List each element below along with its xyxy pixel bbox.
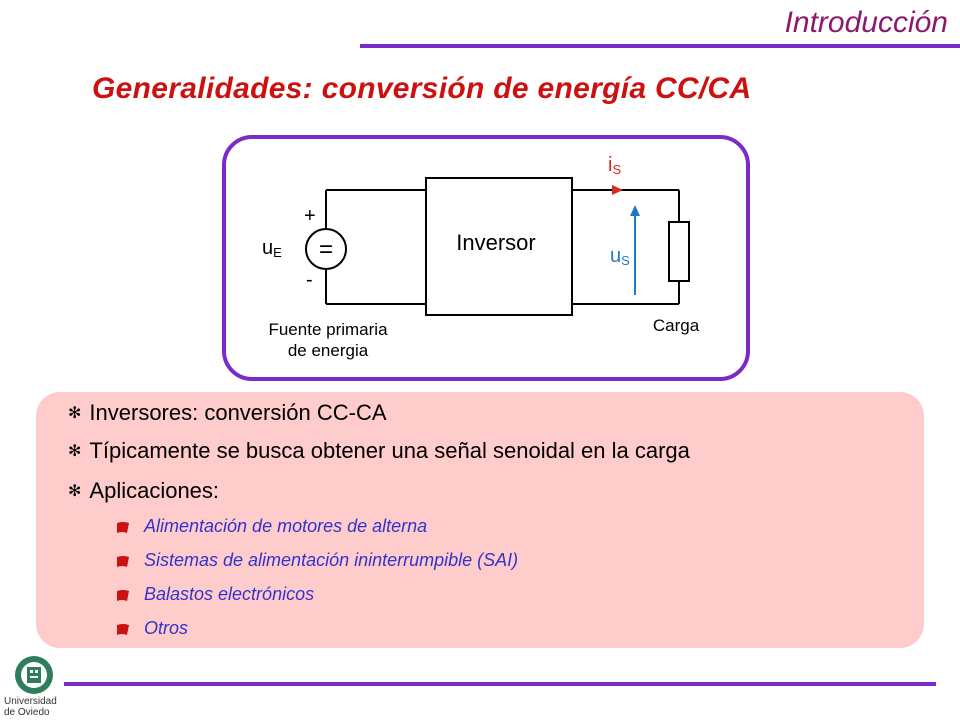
minus-sign: - xyxy=(306,269,313,291)
sub-bullet-item: Alimentación de motores de alterna xyxy=(116,516,427,537)
asterisk-icon: ✻ xyxy=(68,443,82,460)
diamond-bullet-icon xyxy=(117,555,129,567)
output-voltage-label: uS xyxy=(610,245,630,268)
plus-sign: + xyxy=(304,205,316,227)
inverter-block xyxy=(425,177,573,316)
university-logo-icon xyxy=(15,656,53,694)
source-symbol-label: = xyxy=(319,236,333,263)
footer-rule xyxy=(64,682,936,686)
output-current-label: iS xyxy=(608,154,621,177)
university-logo-text: Universidad de Oviedo xyxy=(4,696,57,718)
sub-bullet-item: Balastos electrónicos xyxy=(116,584,314,605)
current-arrow xyxy=(612,185,623,195)
bullet-item: ✻Típicamente se busca obtener una señal … xyxy=(68,438,690,463)
source-caption-line1: Fuente primaria xyxy=(268,320,388,339)
diamond-bullet-icon xyxy=(117,521,129,533)
load-caption: Carga xyxy=(653,316,700,335)
input-voltage-label: uE xyxy=(262,237,282,260)
bullet-item: ✻Aplicaciones: xyxy=(68,478,220,503)
bullet-panel: ✻Inversores: conversión CC-CA ✻Típicamen… xyxy=(36,392,924,648)
load-resistor xyxy=(668,221,690,282)
source-caption-line2: de energia xyxy=(288,341,369,360)
sub-bullet-item: Sistemas de alimentación ininterrumpible… xyxy=(116,550,518,571)
sub-bullet-item: Otros xyxy=(116,618,188,639)
section-title: Introducción xyxy=(784,6,948,39)
asterisk-icon: ✻ xyxy=(68,405,82,422)
bullet-item: ✻Inversores: conversión CC-CA xyxy=(68,400,387,425)
slide-title: Generalidades: conversión de energía CC/… xyxy=(92,72,752,105)
diagram-frame xyxy=(222,135,750,381)
diamond-bullet-icon xyxy=(117,623,129,635)
diamond-bullet-icon xyxy=(117,589,129,601)
inverter-label: Inversor xyxy=(456,230,535,255)
voltage-arrow-head xyxy=(630,205,640,216)
voltage-source-symbol xyxy=(305,228,347,270)
asterisk-icon: ✻ xyxy=(68,483,82,500)
header-rule xyxy=(360,44,960,48)
